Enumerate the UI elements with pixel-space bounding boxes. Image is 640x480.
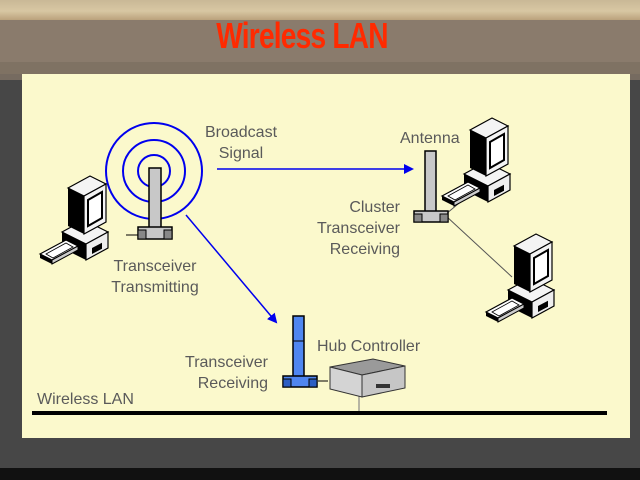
- footer-bar: [0, 468, 640, 480]
- label-line: Signal: [218, 145, 264, 162]
- transceiver-transmitting-label: Transceiver Transmitting: [102, 256, 208, 298]
- broadcast-arrow-to-receiver: [185, 214, 278, 324]
- cluster-computer-2-icon: [485, 233, 555, 323]
- label-line: Cluster: [349, 199, 400, 216]
- broadcast-signal-label: Broadcast Signal: [196, 122, 286, 164]
- wireless-lan-label: Wireless LAN: [37, 391, 134, 408]
- hub-controller-label: Hub Controller: [317, 338, 421, 355]
- transmitting-antenna-icon: [137, 167, 173, 240]
- header-band: [0, 20, 640, 62]
- hub-controller-icon: [329, 358, 406, 398]
- label-line: Transceiver: [185, 354, 268, 371]
- header-photo-strip: [0, 0, 640, 22]
- transmitting-computer-icon: [39, 175, 109, 265]
- label-line: Receiving: [329, 241, 400, 258]
- label-line: Broadcast: [204, 124, 278, 141]
- antenna-label: Antenna: [400, 130, 460, 147]
- label-line: Transmitting: [111, 279, 199, 296]
- label-line: Transceiver: [113, 258, 197, 275]
- receiving-antenna-icon: [282, 315, 318, 388]
- slide-title: Wireless LAN: [216, 15, 388, 56]
- cluster-transceiver-label: Cluster Transceiver Receiving: [300, 197, 400, 260]
- label-line: Transceiver: [317, 220, 400, 237]
- label-line: Receiving: [197, 375, 268, 392]
- transceiver-receiving-label: Transceiver Receiving: [166, 352, 268, 394]
- header-band-lower: [0, 62, 640, 74]
- link-cluster-pc2: [445, 215, 513, 278]
- cluster-antenna-icon: [413, 150, 449, 223]
